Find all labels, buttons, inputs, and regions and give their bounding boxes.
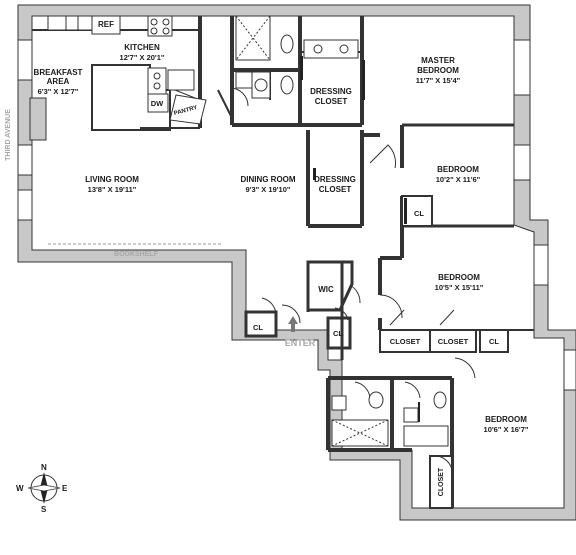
wic-label: WIC <box>318 285 334 294</box>
sink <box>147 67 167 95</box>
closet-c: CL <box>489 337 499 346</box>
bedroom4-size: 10'6" X 16'7" <box>484 425 529 434</box>
dressing2-name1: DRESSING <box>314 175 356 184</box>
labels: THIRD AVENUE REF KITCHEN 12'7" X 20'1" B… <box>5 20 529 496</box>
enter-arrow <box>288 316 298 332</box>
pantry-box <box>169 94 207 125</box>
kitchen-fixtures <box>47 15 207 125</box>
bookshelf-label: BOOKSHELF <box>114 251 159 258</box>
entry-closet-2: CL <box>333 329 343 338</box>
dressing1-name2: CLOSET <box>315 97 348 106</box>
bedroom3-name: BEDROOM <box>438 273 480 282</box>
living-size: 13'8" X 19'11" <box>88 185 137 194</box>
exterior-walls <box>17 4 576 521</box>
east-windows <box>513 39 576 391</box>
entry-closet-1: CL <box>253 323 263 332</box>
breakfast-name2: AREA <box>47 77 70 86</box>
dark-marks <box>300 56 420 422</box>
compass-w: W <box>16 484 24 493</box>
kitchen-name: KITCHEN <box>124 43 160 52</box>
bedroom2-size: 10'2" X 11'6" <box>436 175 481 184</box>
west-windows <box>17 39 47 221</box>
street-label: THIRD AVENUE <box>5 109 12 161</box>
toilet-1 <box>280 34 294 54</box>
breakfast-name1: BREAKFAST <box>34 68 83 77</box>
breakfast-size: 6'3" X 12'7" <box>38 87 79 96</box>
dishwasher <box>147 93 169 113</box>
dressing2-name2: CLOSET <box>319 185 352 194</box>
dw-label: DW <box>151 99 164 108</box>
closet-a: CLOSET <box>390 337 421 346</box>
bath-fixtures <box>235 15 449 447</box>
refrigerator <box>91 15 121 35</box>
kitchen-size: 12'7" X 20'1" <box>120 53 165 62</box>
ref-label: REF <box>98 20 114 29</box>
bedroom4-name: BEDROOM <box>485 415 527 424</box>
compass-e: E <box>62 484 68 493</box>
closet-b: CLOSET <box>438 337 469 346</box>
master-size: 11'7" X 15'4" <box>416 76 461 85</box>
enter-label: ENTER <box>285 338 316 348</box>
master-name2: BEDROOM <box>417 66 459 75</box>
bedroom3-size: 10'5" X 15'11" <box>435 283 484 292</box>
living-name: LIVING ROOM <box>85 175 139 184</box>
dining-name: DINING ROOM <box>240 175 295 184</box>
dining-size: 9'3" X 19'10" <box>246 185 291 194</box>
compass-s: S <box>41 505 47 514</box>
bedroom2-name: BEDROOM <box>437 165 479 174</box>
bedroom2-closet: CL <box>414 209 424 218</box>
master-name1: MASTER <box>421 56 455 65</box>
compass: N E S W <box>16 463 68 514</box>
dressing1-name1: DRESSING <box>310 87 352 96</box>
bedroom4-closet: CLOSET <box>438 467 445 496</box>
compass-n: N <box>41 463 47 472</box>
